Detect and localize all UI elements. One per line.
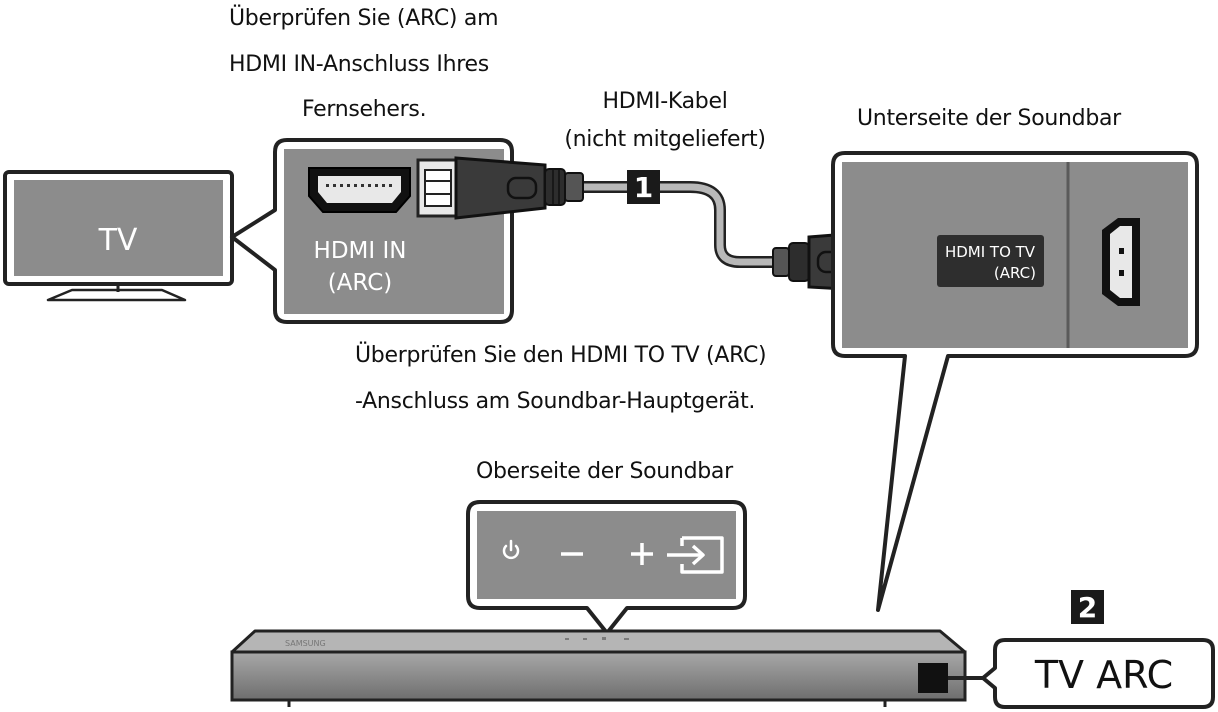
hdmi-to-tv-port-icon bbox=[1102, 218, 1140, 306]
step-1-number: 1 bbox=[634, 171, 653, 204]
hdmi-connector-tv-end-icon bbox=[416, 156, 584, 220]
power-icon bbox=[502, 539, 520, 560]
tv-port-note-line2: HDMI IN-Anschluss Ihres bbox=[229, 52, 489, 77]
cable-label-line2: (nicht mitgeliefert) bbox=[564, 127, 766, 152]
cable-label-line1: HDMI-Kabel bbox=[602, 89, 728, 114]
tv-port-note-line1: Überprüfen Sie (ARC) am bbox=[229, 6, 499, 31]
tv-arc-display-callout: TV ARC bbox=[981, 638, 1215, 709]
tv-port-note-line3: Fernsehers. bbox=[302, 97, 427, 122]
soundbar-brand-logo: SAMSUNG bbox=[285, 639, 326, 648]
soundbar-top-title: Oberseite der Soundbar bbox=[476, 459, 733, 484]
tv-label: TV bbox=[98, 223, 138, 258]
soundbar-top-callout bbox=[466, 500, 747, 635]
soundbar-note-line2: -Anschluss am Soundbar-Hauptgerät. bbox=[355, 389, 756, 414]
soundbar-note-line1: Überprüfen Sie den HDMI TO TV (ARC) bbox=[355, 343, 767, 368]
hdmi-in-label-line1: HDMI IN bbox=[314, 238, 407, 264]
hdmi-to-tv-label-line2: (ARC) bbox=[994, 264, 1036, 282]
soundbar-display-window bbox=[918, 663, 948, 693]
hdmi-in-label-line2: (ARC) bbox=[328, 270, 393, 296]
step-2-number: 2 bbox=[1078, 591, 1097, 624]
step-1-badge bbox=[627, 170, 660, 204]
input-source-icon bbox=[667, 536, 724, 574]
tv-arc-display-text: TV ARC bbox=[1034, 653, 1173, 697]
tv: TV bbox=[3, 170, 234, 302]
soundbar: SAMSUNG bbox=[230, 629, 990, 707]
volume-up-icon bbox=[631, 543, 653, 565]
hdmi-to-tv-label-line1: HDMI TO TV bbox=[945, 243, 1036, 261]
soundbar-bottom-title: Unterseite der Soundbar bbox=[857, 106, 1121, 131]
soundbar-bottom-callout: HDMI TO TV (ARC) bbox=[831, 151, 1199, 612]
hdmi-in-port-icon bbox=[308, 167, 411, 213]
step-2-badge bbox=[1071, 590, 1104, 624]
